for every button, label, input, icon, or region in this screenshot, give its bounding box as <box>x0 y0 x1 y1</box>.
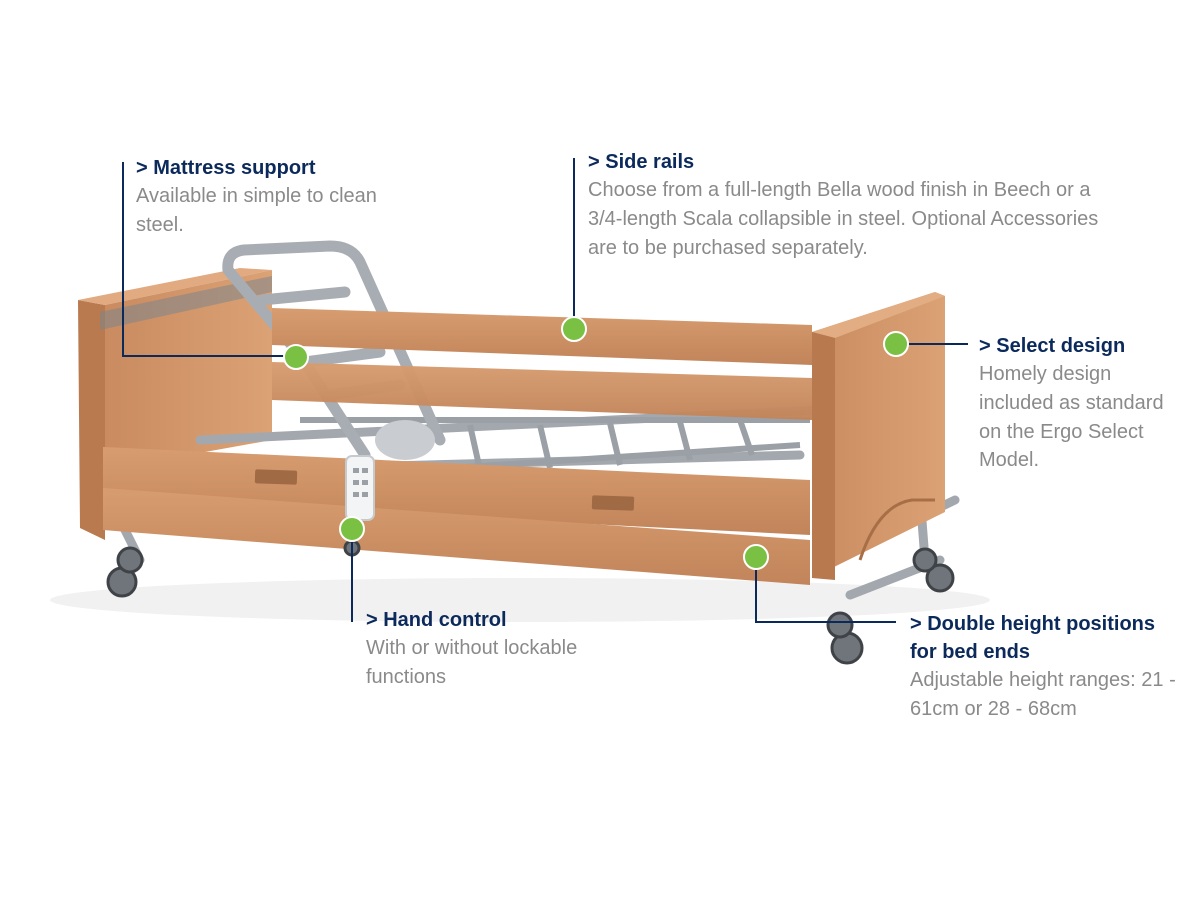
callout-heading: > Side rails <box>588 151 695 173</box>
callout-heading: > Select design <box>979 335 1126 357</box>
callout-text: Choose from a full-length Bella wood fin… <box>588 179 1099 259</box>
leader-lines <box>122 158 968 623</box>
callout-hand-control: > Hand control With or without lockable … <box>366 606 606 692</box>
castor-wheels <box>106 539 955 665</box>
hotspot-select-design[interactable] <box>883 331 909 357</box>
head-board <box>78 268 272 540</box>
callout-select-design: > Select design Homely design included a… <box>979 332 1169 475</box>
hotspot-markers[interactable] <box>283 316 909 570</box>
callout-side-rails: > Side rails Choose from a full-length B… <box>588 148 1108 262</box>
callout-text: Adjustable height ranges: 21 - 61cm or 2… <box>910 669 1176 720</box>
callout-text: With or without lockable functions <box>366 637 578 688</box>
callout-heading: > Hand control <box>366 609 507 631</box>
hotspot-side-rails[interactable] <box>561 316 587 342</box>
callout-text: Homely design included as standard on th… <box>979 363 1164 472</box>
foot-board <box>812 292 945 580</box>
hotspot-hand-control[interactable] <box>339 516 365 542</box>
hotspot-double-height[interactable] <box>743 544 769 570</box>
callout-double-height: > Double height positions for bed ends A… <box>910 610 1180 724</box>
hotspot-mattress-support[interactable] <box>283 344 309 370</box>
callout-mattress-support: > Mattress support Available in simple t… <box>136 154 426 240</box>
callout-heading: > Mattress support <box>136 157 316 179</box>
callout-heading: > Double height positions for bed ends <box>910 613 1155 663</box>
base-rails <box>103 447 810 585</box>
side-rails <box>272 308 812 420</box>
motor-unit <box>375 420 435 460</box>
hand-control-device <box>345 455 375 521</box>
callout-text: Available in simple to clean steel. <box>136 185 377 236</box>
